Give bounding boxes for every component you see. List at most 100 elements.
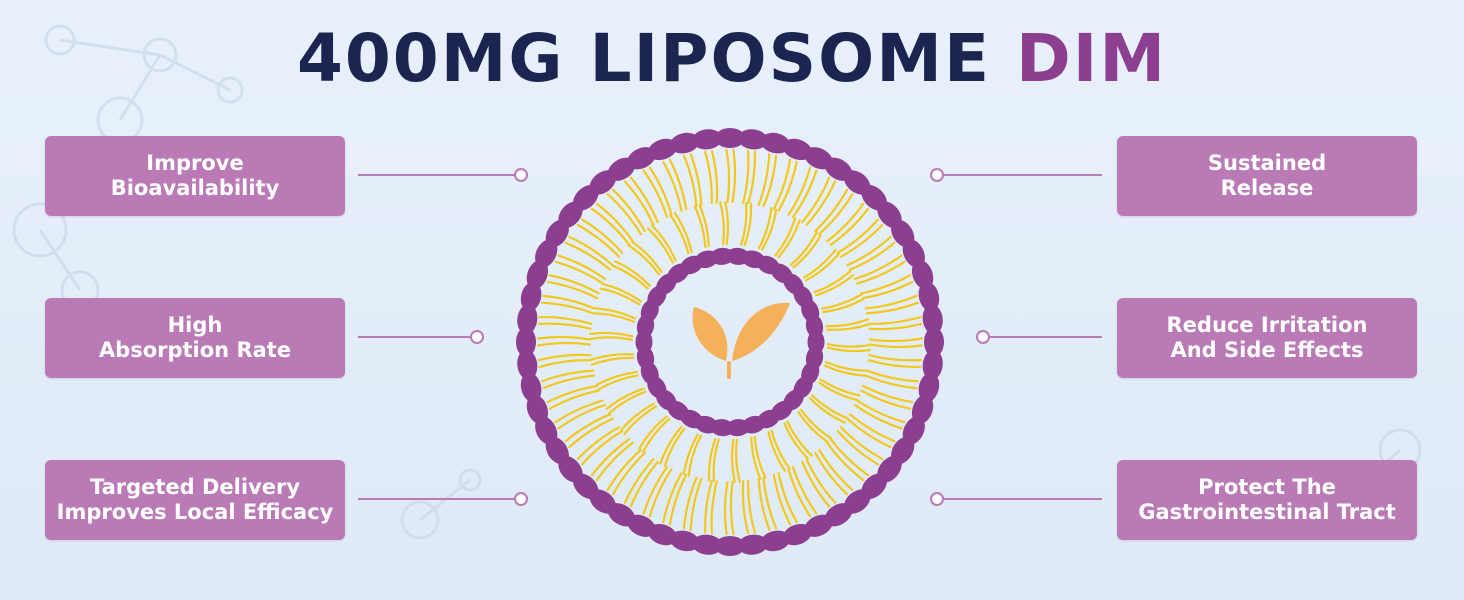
lipid-tail: [846, 417, 892, 449]
lipid-tail: [669, 214, 690, 255]
lipid-tail: [867, 359, 922, 369]
lipid-tail: [757, 207, 773, 250]
lipid-tail: [623, 458, 655, 504]
lipid-tail: [541, 301, 595, 315]
lipid-tail: [703, 479, 713, 534]
lipid-tail: [712, 438, 720, 483]
lipid-head-group: [669, 530, 700, 552]
lipid-tail: [753, 435, 767, 479]
lipid-tail: [861, 280, 914, 300]
lipid-head-group: [715, 128, 745, 148]
lipid-tail: [789, 231, 818, 267]
lipid-tail: [819, 378, 861, 397]
feature-badge-reduce-irritation: Reduce Irritation And Side Effects: [1117, 298, 1417, 378]
lipid-tail: [591, 312, 636, 323]
lipid-tail: [629, 176, 659, 224]
lipid-head-group: [805, 314, 824, 339]
lipid-head-group: [922, 304, 943, 335]
lipid-tail: [606, 193, 642, 236]
lipid-tail: [541, 369, 595, 383]
lipid-tail: [704, 150, 713, 205]
lipid-tail: [710, 149, 719, 204]
lipid-tail: [538, 315, 593, 325]
lipid-tail: [824, 364, 867, 377]
lipid-head-group: [922, 349, 943, 380]
lipid-tail: [767, 431, 787, 472]
lipid-tail: [853, 403, 903, 430]
page-title: 400MG LIPOSOME DIM: [0, 20, 1464, 97]
lipid-tail: [818, 381, 859, 402]
lipid-tail: [777, 472, 798, 524]
lipid-tail: [659, 425, 683, 465]
lipid-tail: [783, 422, 809, 460]
lipid-tail: [762, 154, 778, 208]
lipid-tail: [741, 480, 750, 535]
lipid-tail: [606, 448, 642, 491]
lipid-head-group: [760, 530, 791, 552]
lipid-tail: [611, 188, 646, 233]
lipid-tail: [593, 307, 636, 320]
lipid-tail: [801, 176, 831, 224]
lipid-tail: [611, 264, 649, 290]
lipid-tail: [546, 280, 599, 300]
title-main: 400MG LIPOSOME: [296, 20, 992, 97]
lipid-tail: [605, 387, 645, 410]
feature-badge-improve-bioavailability: Improve Bioavailability: [45, 136, 345, 216]
lipid-head-group: [918, 372, 940, 403]
lipid-tail: [747, 479, 756, 534]
lipid-tail: [537, 322, 592, 330]
lipid-tail: [642, 169, 669, 219]
lipid-tail: [536, 335, 592, 341]
lipid-tail: [682, 476, 698, 530]
lipid-tail: [557, 254, 607, 281]
lipid-tail: [762, 476, 778, 530]
lipid-tail: [777, 160, 798, 212]
lipid-tail: [710, 480, 718, 535]
lipid-tail: [856, 260, 906, 285]
feature-label: Sustained Release: [1207, 151, 1327, 200]
lipid-tail: [590, 207, 631, 246]
lipid-tail: [846, 235, 892, 267]
lipid-head-group: [760, 132, 791, 154]
lipid-tail: [826, 202, 865, 243]
connector-line: [976, 330, 1102, 344]
lipid-tail: [791, 169, 818, 219]
lipid-tail: [673, 212, 693, 253]
outer-lipid-tails: [536, 148, 924, 536]
lipid-tail: [735, 438, 741, 483]
connector-line: [358, 330, 488, 344]
lipid-tail: [826, 323, 870, 331]
lipid-tail: [662, 472, 683, 524]
lipid-tail: [668, 473, 688, 526]
lipid-tail: [829, 207, 870, 246]
lipid-tail: [597, 374, 639, 391]
lipid-tail: [693, 205, 707, 249]
lipid-tail: [595, 441, 634, 482]
lipid-tail: [589, 331, 634, 338]
lipid-tail: [829, 438, 870, 477]
lipid-tail: [805, 252, 840, 282]
lipid-tail: [868, 322, 923, 331]
lipid-tail: [663, 427, 686, 467]
lipid-tail: [868, 343, 924, 349]
lipid-tail: [651, 224, 677, 262]
feature-label: High Absorption Rate: [98, 313, 292, 362]
lipid-tail: [865, 301, 919, 315]
lipid-tail: [629, 460, 659, 508]
lipid-tail: [536, 341, 592, 347]
lipid-head-group: [737, 129, 768, 150]
lipid-tail: [867, 316, 922, 325]
lipid-tail: [777, 219, 801, 259]
feature-badge-protect-gi-tract: Protect The Gastrointestinal Tract: [1117, 460, 1417, 540]
lipid-tail: [590, 438, 631, 477]
lipid-tail: [797, 411, 829, 444]
lipid-head-group: [924, 327, 944, 357]
lipid-tail: [839, 223, 884, 258]
lipid-tail: [757, 153, 771, 207]
lipid-tail: [818, 448, 854, 491]
lipid-tail: [772, 158, 792, 211]
lipid-head-group: [918, 281, 940, 312]
lipid-tail: [723, 480, 729, 536]
lipid-tail: [595, 370, 638, 386]
leaf-icon: [692, 302, 790, 379]
